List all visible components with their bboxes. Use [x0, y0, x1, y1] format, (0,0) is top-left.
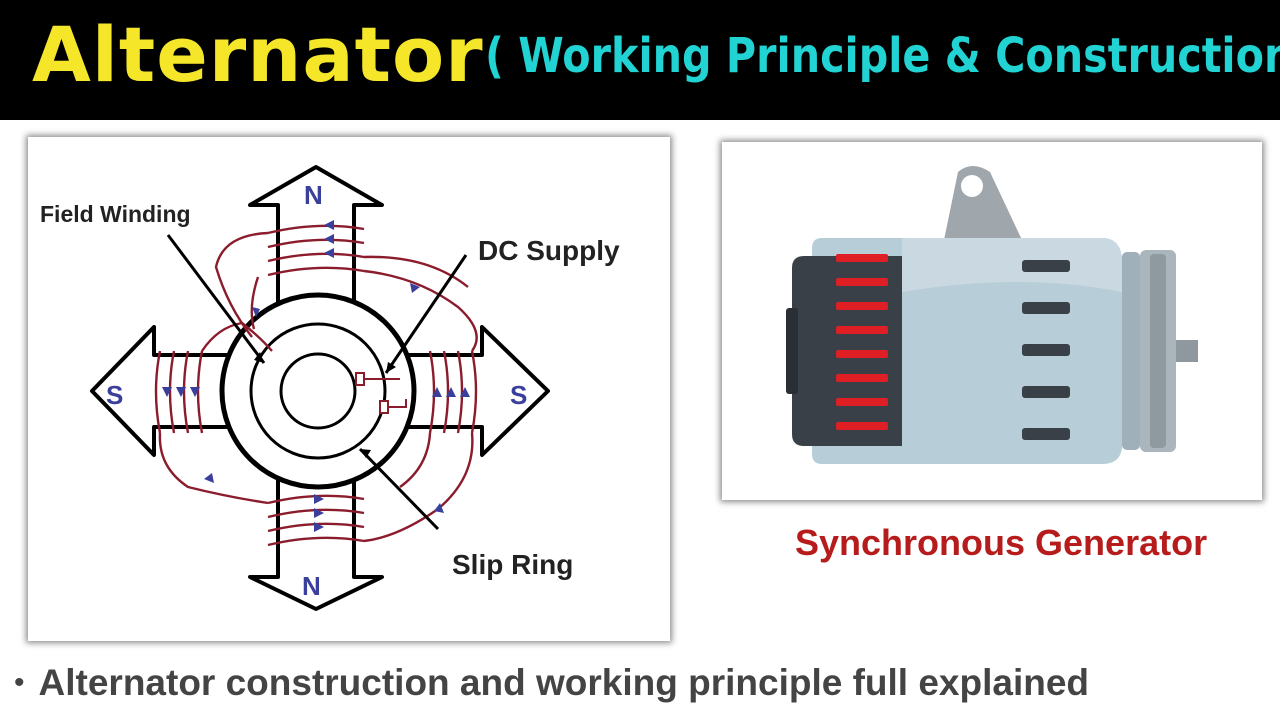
cooling-vents — [836, 254, 888, 430]
pole-right — [406, 325, 550, 457]
illustration-caption: Synchronous Generator — [795, 522, 1208, 563]
page-subtitle: ( Working Principle & Construction ) — [485, 28, 1280, 84]
pole-label-left: S — [106, 380, 124, 410]
leader-lines — [166, 234, 468, 531]
pole-label-bottom: N — [302, 571, 321, 601]
page-title: Alternator — [32, 10, 484, 99]
alternator-diagram — [90, 165, 550, 611]
slip-ring-inner — [279, 352, 357, 430]
alternator-diagram-panel: Field Winding DC Supply Slip Ring N N S … — [28, 137, 670, 641]
bullet-icon: • — [14, 666, 25, 699]
pole-left — [90, 325, 230, 457]
alternator-illustration-panel — [722, 142, 1262, 500]
side-slots — [1022, 260, 1070, 440]
brush-terminals — [355, 372, 407, 414]
header-banner: Alternator ( Working Principle & Constru… — [0, 0, 1280, 120]
alternator-illustration — [786, 166, 1198, 464]
current-arrows — [162, 220, 470, 532]
summary-bullet: • Alternator construction and working pri… — [14, 662, 1089, 710]
pole-label-top: N — [304, 180, 323, 210]
field-winding-label: Field Winding — [40, 201, 191, 227]
summary-bullet-text: Alternator construction and working prin… — [38, 662, 1090, 703]
slip-ring-label: Slip Ring — [452, 549, 574, 580]
pole-label-right: S — [510, 380, 528, 410]
dc-supply-label: DC Supply — [478, 235, 620, 266]
mount-bracket — [944, 166, 1022, 240]
